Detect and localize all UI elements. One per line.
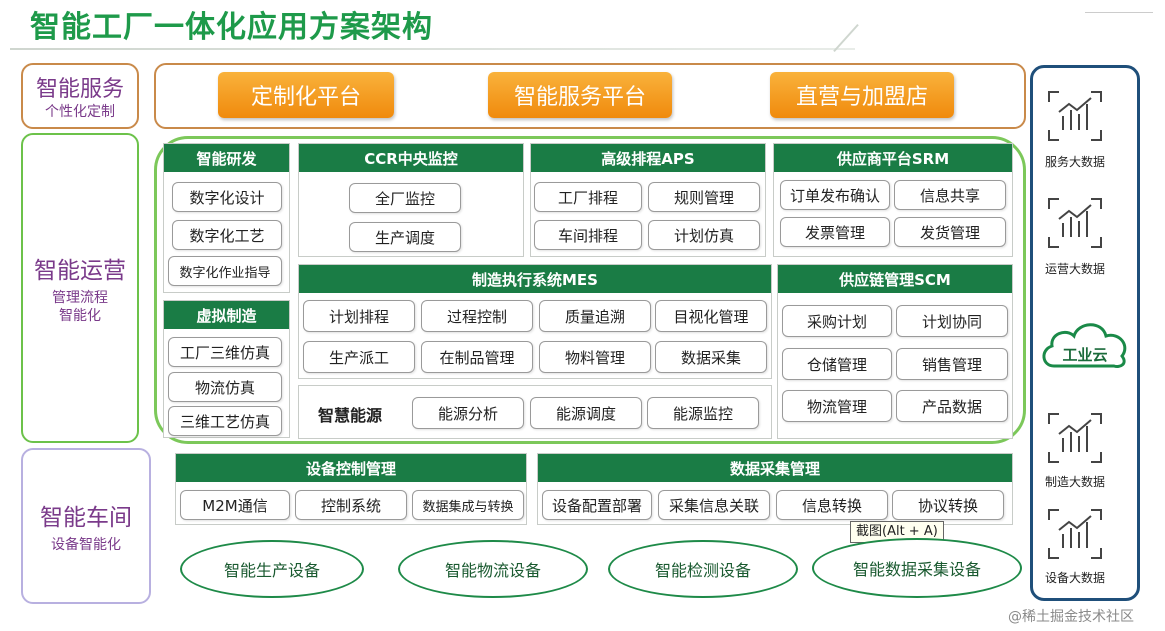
energy-item-1: 能源分析 xyxy=(412,397,524,429)
data-collect-item-2: 采集信息关联 xyxy=(658,490,770,520)
srm-item-1: 订单发布确认 xyxy=(780,180,890,210)
manufacturing-big-data-icon xyxy=(1048,413,1102,463)
equipment-big-data-icon xyxy=(1048,509,1102,559)
mes-item-6: 在制品管理 xyxy=(421,341,533,373)
layer-operation-title: 智能运营 xyxy=(34,258,126,284)
layer-operation-subtitle-1: 管理流程 xyxy=(52,290,108,306)
virtual-item-2: 物流仿真 xyxy=(168,372,282,402)
rnd-item-2: 数字化工艺 xyxy=(172,220,282,250)
device-ctrl-item-2: 控制系统 xyxy=(295,490,407,520)
title-right-rule xyxy=(1085,12,1153,13)
industrial-cloud-icon xyxy=(1042,323,1127,368)
module-srm-title: 供应商平台SRM xyxy=(774,144,1012,172)
srm-item-2: 信息共享 xyxy=(894,180,1006,210)
platform-direct-franchise: 直营与加盟店 xyxy=(770,72,954,118)
module-device-ctrl-title: 设备控制管理 xyxy=(176,454,526,482)
ccr-item-2: 生产调度 xyxy=(349,222,461,252)
platform-smart-service: 智能服务平台 xyxy=(488,72,672,118)
module-rnd-title: 智能研发 xyxy=(164,144,289,172)
big-data-column xyxy=(1030,65,1140,601)
module-data-collect-title: 数据采集管理 xyxy=(538,454,1012,482)
layer-service-box: 智能服务 个性化定制 xyxy=(21,63,139,129)
page-title: 智能工厂一体化应用方案架构 xyxy=(30,10,433,45)
layer-service-title: 智能服务 xyxy=(35,77,124,102)
layer-operation-box: 智能运营 管理流程 智能化 xyxy=(21,133,139,443)
device-ctrl-item-3: 数据集成与转换 xyxy=(412,490,524,520)
equipment-production: 智能生产设备 xyxy=(180,540,364,598)
service-big-data-icon xyxy=(1048,91,1102,141)
manufacturing-big-data-label: 制造大数据 xyxy=(1044,475,1105,489)
data-collect-item-3: 信息转换 xyxy=(776,490,888,520)
layer-workshop-title: 智能车间 xyxy=(40,505,132,531)
mes-item-7: 物料管理 xyxy=(539,341,651,373)
watermark: @稀土掘金技术社区 xyxy=(1008,609,1134,625)
rnd-item-3: 数字化作业指导 xyxy=(168,256,282,286)
title-underline xyxy=(10,48,855,50)
service-platform-frame xyxy=(154,63,1026,129)
mes-item-4: 目视化管理 xyxy=(655,300,767,332)
equipment-logistics: 智能物流设备 xyxy=(398,540,588,598)
scm-item-2: 计划协同 xyxy=(896,305,1008,337)
mes-item-2: 过程控制 xyxy=(421,300,533,332)
equipment-big-data-label: 设备大数据 xyxy=(1044,571,1105,585)
srm-item-4: 发货管理 xyxy=(894,217,1006,247)
scm-item-6: 产品数据 xyxy=(896,390,1008,422)
mes-item-1: 计划排程 xyxy=(303,300,415,332)
srm-item-3: 发票管理 xyxy=(780,217,890,247)
module-energy-title: 智慧能源 xyxy=(318,406,383,425)
layer-workshop-subtitle: 设备智能化 xyxy=(51,537,121,553)
rnd-item-1: 数字化设计 xyxy=(172,182,282,212)
aps-item-3: 车间排程 xyxy=(534,220,642,250)
data-collect-item-1: 设备配置部署 xyxy=(542,490,652,520)
module-mes-title: 制造执行系统MES xyxy=(299,265,771,293)
aps-item-4: 计划仿真 xyxy=(648,220,760,250)
industrial-cloud-label: 工业云 xyxy=(1062,346,1108,364)
mes-item-3: 质量追溯 xyxy=(539,300,651,332)
energy-item-3: 能源监控 xyxy=(647,397,759,429)
virtual-item-3: 三维工艺仿真 xyxy=(168,406,282,436)
operation-big-data-label: 运营大数据 xyxy=(1044,262,1105,276)
module-scm-title: 供应链管理SCM xyxy=(778,265,1012,293)
energy-item-2: 能源调度 xyxy=(530,397,642,429)
scm-item-3: 仓储管理 xyxy=(782,348,892,380)
equipment-inspection: 智能检测设备 xyxy=(608,540,798,598)
operation-frame xyxy=(154,136,1026,444)
device-ctrl-item-1: M2M通信 xyxy=(180,490,290,520)
platform-custom: 定制化平台 xyxy=(218,72,394,118)
module-ccr-title: CCR中央监控 xyxy=(299,144,523,172)
layer-operation-subtitle-2: 智能化 xyxy=(59,308,101,324)
module-virtual-title: 虚拟制造 xyxy=(164,301,289,329)
scm-item-4: 销售管理 xyxy=(896,348,1008,380)
module-aps-title: 高级排程APS xyxy=(531,144,765,172)
scm-item-5: 物流管理 xyxy=(782,390,892,422)
ccr-item-1: 全厂监控 xyxy=(349,183,461,213)
module-ccr: CCR中央监控 xyxy=(298,143,524,257)
operation-big-data-icon xyxy=(1048,198,1102,248)
layer-workshop-box: 智能车间 设备智能化 xyxy=(21,448,151,604)
data-collect-item-4: 协议转换 xyxy=(892,490,1004,520)
mes-item-5: 生产派工 xyxy=(303,341,415,373)
mes-item-8: 数据采集 xyxy=(655,341,767,373)
service-big-data-label: 服务大数据 xyxy=(1044,155,1105,169)
virtual-item-1: 工厂三维仿真 xyxy=(168,337,282,367)
scm-item-1: 采购计划 xyxy=(782,305,892,337)
equipment-data-collection: 智能数据采集设备 xyxy=(812,538,1022,598)
aps-item-2: 规则管理 xyxy=(648,182,760,212)
aps-item-1: 工厂排程 xyxy=(534,182,642,212)
layer-service-subtitle: 个性化定制 xyxy=(45,104,115,120)
